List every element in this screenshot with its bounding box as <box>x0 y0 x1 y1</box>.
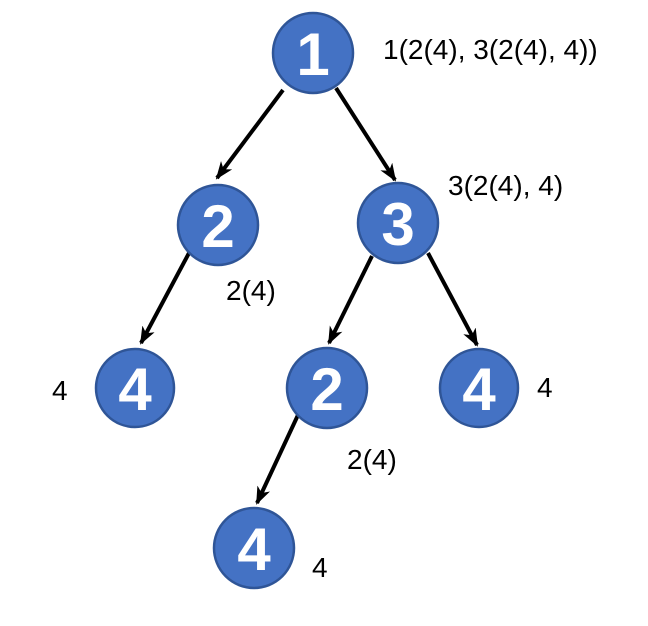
edge-middle-child-to-bottom-leaf <box>255 414 300 505</box>
node-value: 4 <box>118 356 152 423</box>
node-value: 2 <box>201 193 234 260</box>
annotation-bottom-leaf-value: 4 <box>312 552 328 583</box>
node-value: 4 <box>462 356 496 423</box>
node-value: 3 <box>381 191 414 258</box>
tree-node-left-leaf: 4 <box>94 347 176 429</box>
node-circle <box>212 506 296 590</box>
annotation-left-leaf-value: 4 <box>52 375 68 406</box>
node-circle <box>285 346 369 430</box>
node-circle <box>94 347 176 429</box>
annotation-node2-expression: 2(4) <box>226 275 276 306</box>
tree-node-right-child: 3 <box>356 181 440 265</box>
annotation-right-leaf-value: 4 <box>537 372 553 403</box>
tree-node-left-child: 2 <box>176 183 260 267</box>
annotation-root-expression: 1(2(4), 3(2(4), 4)) <box>383 34 598 65</box>
node-value: 2 <box>310 356 343 423</box>
tree-node-middle-child: 2 <box>285 346 369 430</box>
node-circle <box>356 181 440 265</box>
node-circle <box>438 347 520 429</box>
edge-right-child-to-right-leaf <box>426 252 479 347</box>
node-value: 4 <box>237 516 271 583</box>
edge-left-child-to-left-leaf <box>139 252 191 345</box>
nodes: 1 2 3 4 2 4 4 <box>94 11 520 590</box>
edge-right-child-to-middle-child <box>327 255 374 345</box>
tree-node-root: 1 <box>271 11 355 95</box>
tree-node-right-leaf: 4 <box>438 347 520 429</box>
node-value: 1 <box>296 21 329 88</box>
edges <box>139 86 479 505</box>
annotation-node3-expression: 3(2(4), 4) <box>448 170 564 201</box>
node-circle <box>271 11 355 95</box>
edge-root-to-left-child <box>215 88 285 180</box>
tree-node-bottom-leaf: 4 <box>212 506 296 590</box>
annotation-bottom-node2-expression: 2(4) <box>347 444 397 475</box>
edge-root-to-right-child <box>334 86 397 182</box>
node-circle <box>176 183 260 267</box>
